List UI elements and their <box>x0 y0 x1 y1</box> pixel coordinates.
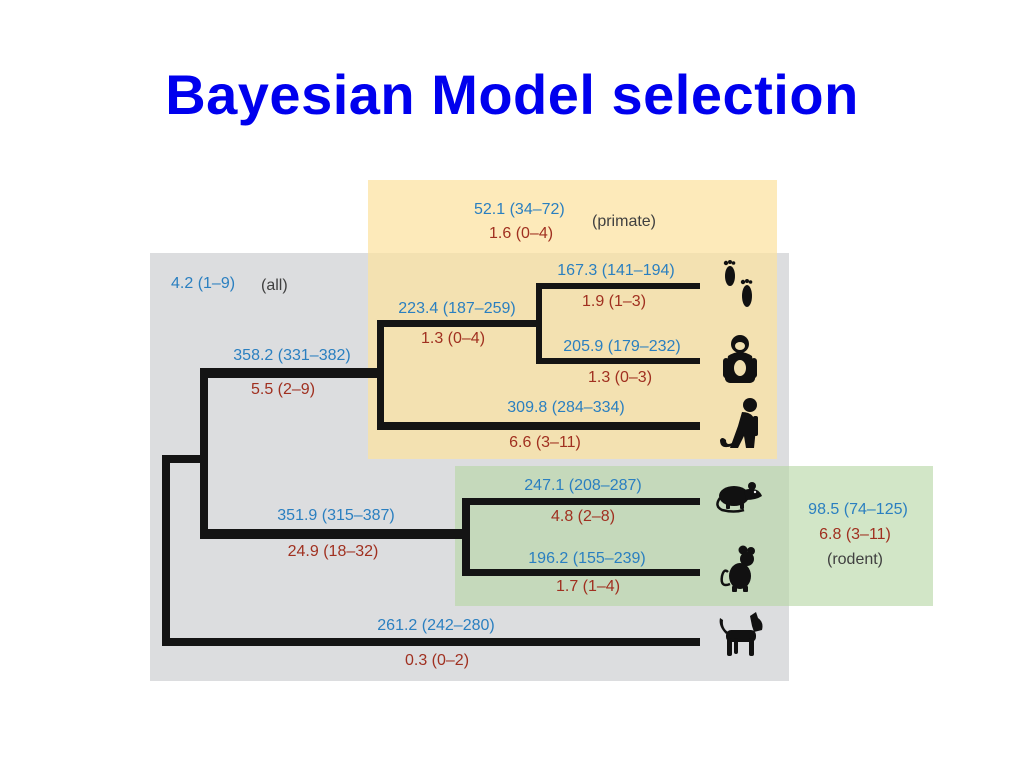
branch-dog <box>162 638 700 646</box>
primate-tag: (primate) <box>592 213 657 230</box>
chimp-blue-label: 205.9 (179–232) <box>563 338 681 355</box>
branch-rat <box>462 498 700 505</box>
root-stub <box>162 455 204 463</box>
macaque-blue-label: 309.8 (284–334) <box>507 399 625 416</box>
rodent-vertical <box>462 498 470 576</box>
primate-stem-red-label: 5.5 (2–9) <box>250 381 316 398</box>
branch-human <box>536 283 700 289</box>
rodent-tag: (rodent) <box>826 551 884 568</box>
branch-mouse <box>462 569 700 576</box>
branch-great-ape-clade <box>377 320 541 327</box>
macaque-red-label: 6.6 (3–11) <box>509 434 581 451</box>
rodent-rate-label: 98.5 (74–125) <box>808 501 908 518</box>
mouse-red-label: 1.7 (1–4) <box>555 578 621 595</box>
dog-icon <box>719 612 763 656</box>
footprints-icon <box>723 260 753 307</box>
mouse-icon <box>720 545 755 592</box>
dog-blue-label: 261.2 (242–280) <box>377 617 495 634</box>
macaque-icon <box>720 398 758 448</box>
rat-icon <box>716 482 762 513</box>
primate-rate-label: 52.1 (34–72) <box>474 201 565 218</box>
great-ape-blue-label: 223.4 (187–259) <box>398 300 516 317</box>
primate-vertical <box>377 320 384 430</box>
root-vertical <box>162 455 170 646</box>
branch-primate-stem <box>200 368 381 378</box>
human-blue-label: 167.3 (141–194) <box>557 262 675 279</box>
great-ape-vertical <box>536 283 542 364</box>
branch-chimp <box>536 358 700 364</box>
chimpanzee-icon <box>723 335 757 383</box>
primate-stem-blue-label: 358.2 (331–382) <box>233 347 351 364</box>
rodent-red-label: 6.8 (3–11) <box>819 526 891 543</box>
rat-red-label: 4.8 (2–8) <box>550 508 616 525</box>
great-ape-red-label: 1.3 (0–4) <box>420 330 486 347</box>
rodent-stem-blue-label: 351.9 (315–387) <box>277 507 395 524</box>
euarchontoglires-vertical <box>200 368 208 539</box>
rat-blue-label: 247.1 (208–287) <box>524 477 642 494</box>
primate-red-label: 1.6 (0–4) <box>489 225 554 242</box>
branch-macaque <box>377 422 700 430</box>
human-red-label: 1.9 (1–3) <box>581 293 647 310</box>
mouse-blue-label: 196.2 (155–239) <box>528 550 646 567</box>
dog-red-label: 0.3 (0–2) <box>404 652 470 669</box>
rodent-stem-red-label: 24.9 (18–32) <box>287 543 379 560</box>
branch-rodent-stem <box>200 529 468 539</box>
primate-region <box>368 180 777 459</box>
all-rate-label: 4.2 (1–9) <box>171 275 236 292</box>
slide-title: Bayesian Model selection <box>165 63 859 126</box>
all-tag: (all) <box>261 277 288 294</box>
chimp-red-label: 1.3 (0–3) <box>587 369 653 386</box>
rodent-region <box>455 466 933 606</box>
